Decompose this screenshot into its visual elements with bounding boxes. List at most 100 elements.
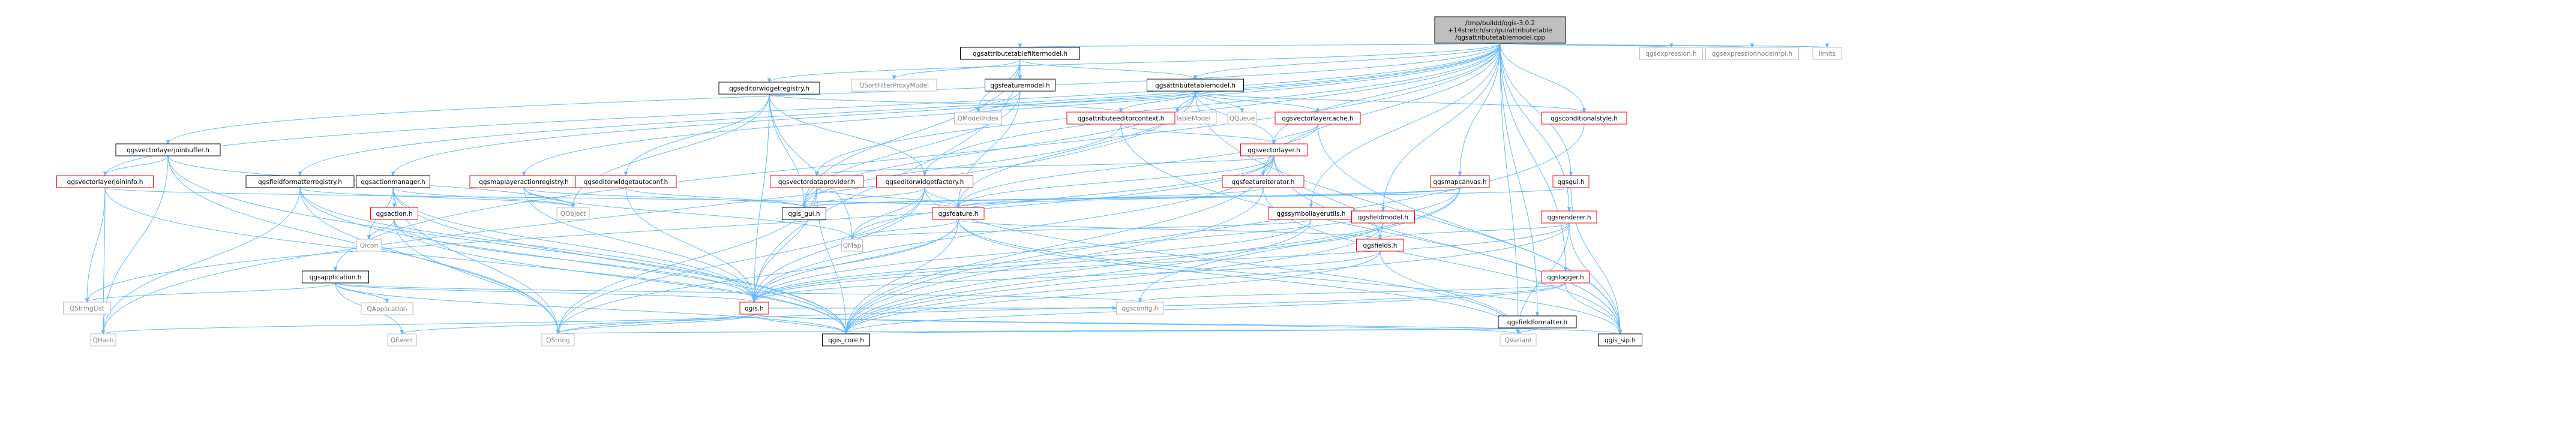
node-box [876, 175, 973, 188]
node-qgsmaplayeractionregistry[interactable]: qgsmaplayeractionregistry.h [469, 175, 578, 188]
node-qgseditorwidgetautoconf[interactable]: qgseditorwidgetautoconf.h [575, 175, 677, 188]
node-qgsvectorlayer[interactable]: qgsvectorlayer.h [1240, 143, 1308, 156]
node-qgsfeaturemodel[interactable]: qgsfeaturemodel.h [985, 79, 1055, 92]
node-box [1498, 315, 1577, 329]
node-label: qgsattributetablefiltermodel.h [973, 50, 1067, 58]
node-label: qgsattributeeditorcontext.h [1078, 115, 1165, 122]
edge-qgsapplication-to-qstringlist [87, 282, 336, 302]
node-qgis_sip[interactable]: qgis_sip.h [1598, 333, 1642, 346]
edge-qgsvectorlayercache-to-qgsfeature [958, 123, 1318, 207]
edge-qgis-to-qvariant [754, 314, 1518, 334]
edge-qgsactionmanager-to-qgis_core [392, 187, 846, 334]
edge-root-to-qgslogger [1500, 43, 1566, 271]
edge-qgsfieldformatterregistry-to-qhash [103, 187, 301, 334]
edge-qgssymbollayerutils-to-qgis [754, 219, 1312, 302]
node-qgsexpressionnodeimpl: qgsexpressionnodeimpl.h [1705, 47, 1799, 60]
edge-root-to-qgsfieldformatter [1500, 43, 1537, 316]
edge-qgsfieldformatter-to-qstring [558, 327, 1538, 334]
node-label: QVariant [1504, 337, 1532, 344]
edge-qgsgui-to-qgis_gui [804, 187, 1572, 207]
node-box [1639, 47, 1703, 60]
node-qgsvectorlayerjoininfo[interactable]: qgsvectorlayerjoininfo.h [56, 175, 154, 188]
node-qgsactionmanager[interactable]: qgsactionmanager.h [356, 175, 430, 188]
edge-qgseditorwidgetregistry-to-qgseditorwidgetautoconf [626, 94, 770, 176]
node-qgsaction[interactable]: qgsaction.h [370, 207, 418, 220]
node-label: qgseditorwidgetautoconf.h [584, 179, 668, 186]
node-qgsattributeeditorcontext[interactable]: qgsattributeeditorcontext.h [1066, 111, 1175, 125]
node-qgsvectordataprovider[interactable]: qgsvectordataprovider.h [770, 175, 863, 188]
node-label: QApplication [367, 306, 407, 313]
node-qgis[interactable]: qgis.h [739, 302, 769, 315]
node-qgis_core[interactable]: qgis_core.h [822, 333, 870, 346]
node-box [1541, 111, 1627, 125]
node-qgslogger[interactable]: qgslogger.h [1542, 270, 1590, 284]
node-qgsconditionalstyle[interactable]: qgsconditionalstyle.h [1541, 111, 1627, 125]
edge-qgsgui-to-qgis_sip [1570, 187, 1620, 334]
edge-qgsattributetablemodel-to-qgsconditionalstyle [1195, 91, 1584, 112]
edge-qgsfieldformatterregistry-to-qstring [299, 187, 558, 334]
node-qgsconfig: qgsconfig.h [1116, 302, 1164, 315]
node-qgsfeature[interactable]: qgsfeature.h [932, 207, 985, 220]
node-label: +14stretch/src/gui/attributetable [1448, 27, 1552, 34]
edge-qgsvectorlayer-to-qmap [852, 155, 1274, 239]
node-box [1552, 175, 1590, 188]
node-qgsmapcanvas[interactable]: qgsmapcanvas.h [1430, 175, 1490, 188]
edge-qgsfields-to-qvariant [1380, 251, 1518, 334]
node-qgsapplication[interactable]: qgsapplication.h [302, 270, 369, 284]
node-label: qgsfields.h [1363, 242, 1398, 249]
edge-qgsvectordataprovider-to-qstring [558, 187, 817, 334]
node-box [245, 175, 355, 188]
node-qgsvectorlayercache[interactable]: qgsvectorlayercache.h [1274, 111, 1361, 125]
edge-qgssymbollayerutils-to-qmap [852, 219, 1312, 239]
node-qgsrenderer[interactable]: qgsrenderer.h [1541, 210, 1597, 224]
node-qgsattributetablefiltermodel[interactable]: qgsattributetablefiltermodel.h [960, 47, 1080, 60]
node-qqueue: QQueue [1227, 111, 1257, 125]
edge-qgseditorwidgetautoconf-to-qgis_gui [625, 187, 804, 207]
node-box [541, 333, 575, 346]
edge-root-to-qgsvectorlayer [1274, 43, 1501, 144]
node-box [960, 47, 1080, 60]
node-box [1222, 175, 1305, 188]
node-qgsfeatureiterator[interactable]: qgsfeatureiterator.h [1222, 175, 1305, 188]
node-qstringlist: QStringList [63, 302, 111, 315]
node-label: qgsvectorlayerjoinbuffer.h [127, 147, 209, 154]
node-qgsfieldformatterregistry[interactable]: qgsfieldformatterregistry.h [245, 175, 355, 188]
node-label: qgis_gui.h [788, 210, 820, 218]
node-qgsfields[interactable]: qgsfields.h [1356, 239, 1404, 252]
node-root[interactable]: /tmp/buildd/qgis-3.0.2+14stretch/src/gui… [1434, 16, 1566, 44]
node-box [1500, 333, 1537, 346]
edge-qgsmapcanvas-to-qgis_core [846, 187, 1461, 334]
node-label: qgsexpressionnodeimpl.h [1712, 50, 1792, 58]
node-label: /qgsattributetablemodel.cpp [1455, 34, 1545, 41]
node-label: qgsmapcanvas.h [1433, 179, 1486, 186]
node-box [361, 302, 413, 315]
node-qgsfieldformatter[interactable]: qgsfieldformatter.h [1498, 315, 1577, 329]
node-qgis_gui[interactable]: qgis_gui.h [782, 207, 826, 220]
edge-qgslogger-to-qgis_sip [1565, 282, 1620, 334]
node-qgseditorwidgetregistry[interactable]: qgseditorwidgetregistry.h [718, 82, 820, 95]
node-box [556, 207, 590, 220]
node-label: QObject [560, 210, 586, 218]
edge-qgsattributetablefiltermodel-to-qsortfilterproxymodel [894, 59, 1021, 79]
edge-qgsfieldmodel-to-qgis_core [846, 222, 1384, 334]
edge-qgseditorwidgetregistry-to-qgseditorwidgetfactory [769, 94, 925, 176]
node-box [782, 207, 826, 220]
edge-qgsmaplayeractionregistry-to-qgis_gui [523, 187, 804, 207]
node-box [387, 333, 417, 346]
node-qgseditorwidgetfactory[interactable]: qgseditorwidgetfactory.h [876, 175, 973, 188]
node-label: qgsaction.h [376, 210, 412, 218]
node-qhash: QHash [90, 333, 116, 346]
node-box [851, 79, 937, 92]
node-box [718, 82, 820, 95]
node-qgsgui[interactable]: qgsgui.h [1552, 175, 1590, 188]
node-limits: limits [1812, 47, 1842, 60]
node-qgsvectorlayerjoinbuffer[interactable]: qgsvectorlayerjoinbuffer.h [115, 143, 221, 156]
edge-qgseditorwidgetregistry-to-qgsattributeeditorcontext [769, 94, 1121, 112]
edge-root-to-qgsapplication [335, 43, 1501, 271]
node-box [63, 302, 111, 315]
node-qgssymbollayerutils[interactable]: qgssymbollayerutils.h [1268, 207, 1354, 220]
node-qgsattributetablemodel[interactable]: qgsattributetablemodel.h [1147, 79, 1244, 92]
node-qgsfieldmodel[interactable]: qgsfieldmodel.h [1351, 210, 1415, 224]
edge-qgsapplication-to-qgsconfig [335, 282, 1140, 302]
edge-qgsvectorlayer-to-qgis_core [846, 155, 1274, 334]
